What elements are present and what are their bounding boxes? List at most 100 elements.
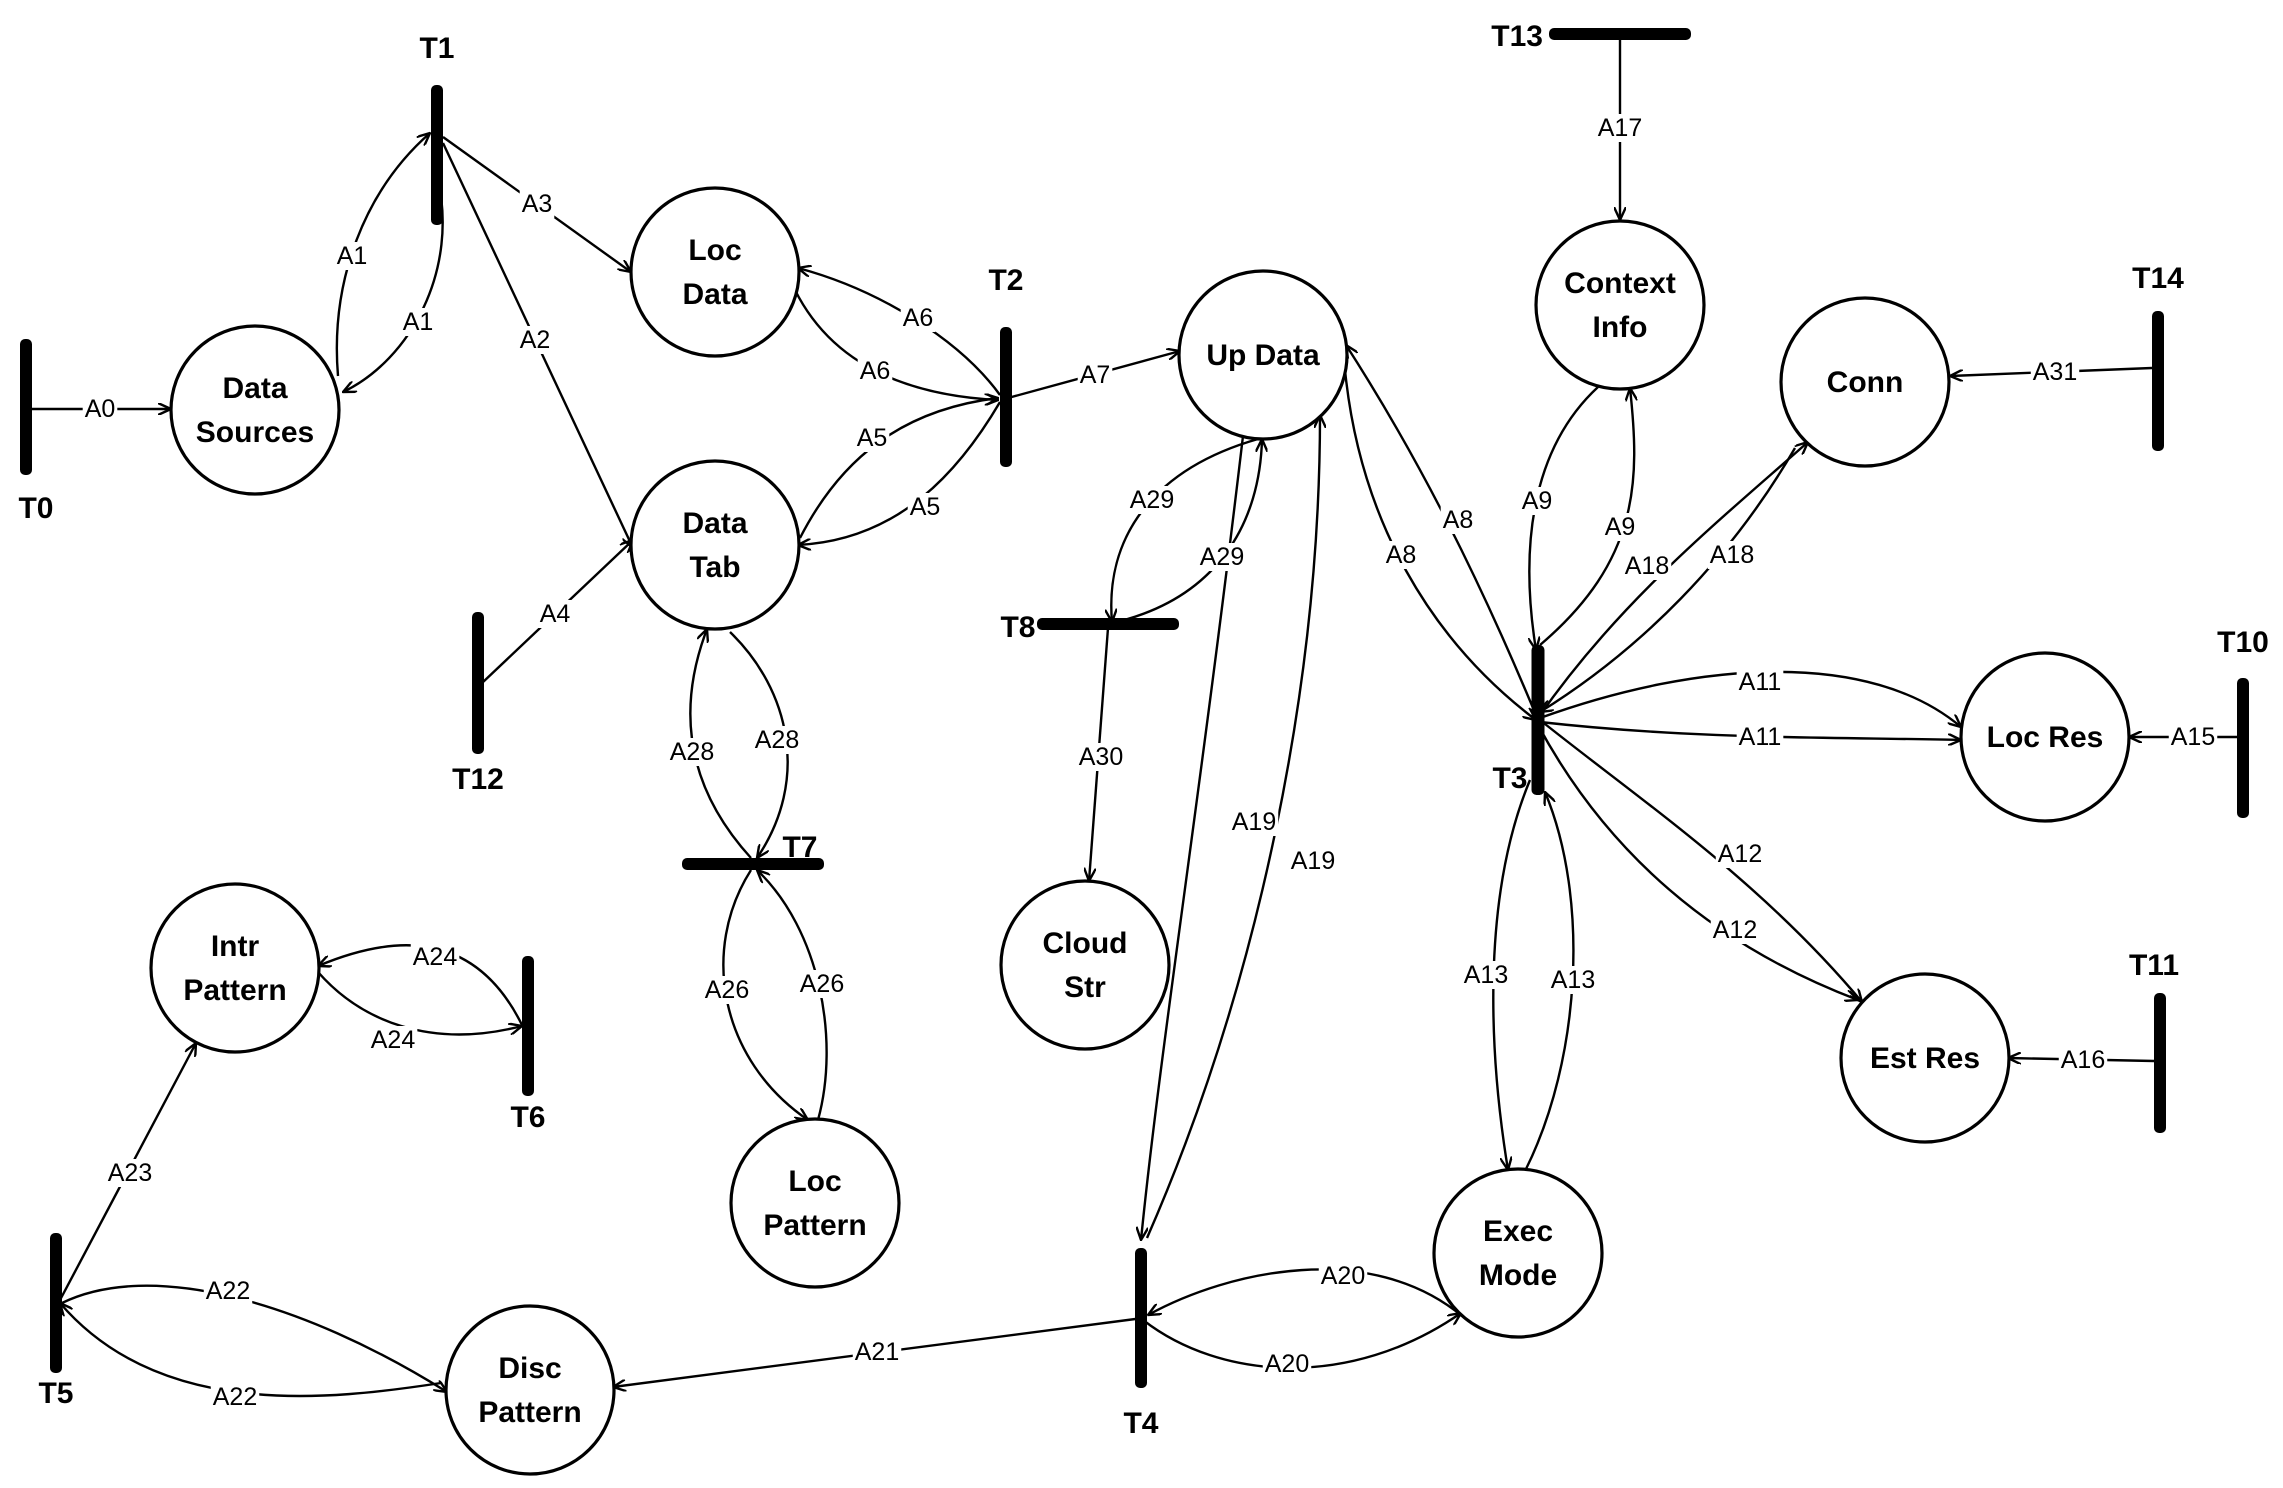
transition-label-t13: T13 xyxy=(1491,20,1543,53)
arc-a22-upper xyxy=(61,1284,447,1392)
transition-label-t10: T10 xyxy=(2217,626,2269,659)
arc-label-a9-left: A9 xyxy=(1522,487,1553,515)
arc-a8-left xyxy=(1343,369,1536,720)
arc-a20-upper xyxy=(1148,1268,1463,1317)
arc-label-a18-left: A18 xyxy=(1625,552,1669,580)
transition-bar-t4 xyxy=(1135,1248,1147,1388)
place-circle-data-tab xyxy=(629,459,801,631)
place-circle-loc-pattern xyxy=(729,1117,901,1289)
arc-label-bg-a9-right xyxy=(1602,513,1638,541)
transition-t12: T12 xyxy=(452,612,504,796)
arc-label-a8-left: A8 xyxy=(1386,541,1417,569)
transition-label-t4: T4 xyxy=(1123,1407,1158,1440)
arc-label-a4: A4 xyxy=(540,600,571,628)
transition-label-t8: T8 xyxy=(1000,611,1035,644)
arc-label-group-a6-upper: A6 xyxy=(900,304,936,332)
transition-label-t11: T11 xyxy=(2129,949,2179,982)
arc-label-a1-down: A1 xyxy=(403,308,434,336)
arc-label-a29-left: A29 xyxy=(1130,486,1174,514)
place-up-data: Up Data xyxy=(1177,269,1349,441)
arc-label-a20-upper: A20 xyxy=(1321,1262,1365,1290)
arc-label-bg-a19-right xyxy=(1288,847,1338,875)
arc-label-group-a23: A23 xyxy=(105,1159,155,1187)
place-label-est-res: Est Res xyxy=(1870,1042,1980,1075)
place-circle-up-data xyxy=(1177,269,1349,441)
arc-label-bg-a18-right xyxy=(1707,541,1757,569)
arc-label-group-a13-right: A13 xyxy=(1548,966,1598,994)
arc-label-bg-a11-lower xyxy=(1736,723,1784,751)
arc-label-a6-upper: A6 xyxy=(903,304,934,332)
transition-bar-t2 xyxy=(1000,327,1012,467)
arc-label-group-a19-right: A19 xyxy=(1288,847,1338,875)
arc-label-bg-a9-left xyxy=(1519,487,1555,515)
arc-label-group-a4: A4 xyxy=(537,600,573,628)
arc-label-a6-lower: A6 xyxy=(860,357,891,385)
place-conn: Conn xyxy=(1779,296,1951,468)
transition-bar-t8 xyxy=(1037,618,1179,630)
arc-label-a1-up: A1 xyxy=(337,242,368,270)
arc-label-bg-a0 xyxy=(82,395,118,423)
transition-label-t7: T7 xyxy=(782,831,817,864)
arc-a9-left xyxy=(1529,386,1599,650)
arc-label-group-a30: A30 xyxy=(1076,743,1126,771)
arc-label-a11-lower: A11 xyxy=(1739,723,1782,751)
transition-t14: T14 xyxy=(2132,262,2184,451)
transition-bar-t10 xyxy=(2237,678,2249,818)
arc-label-group-a28-left: A28 xyxy=(667,738,717,766)
arc-label-bg-a29-left xyxy=(1127,486,1177,514)
place-label-up-data: Up Data xyxy=(1206,339,1320,372)
arc-label-group-a0: A0 xyxy=(82,395,118,423)
transition-bar-t7 xyxy=(682,858,824,870)
place-circle-est-res xyxy=(1839,972,2011,1144)
place-circle-conn xyxy=(1779,296,1951,468)
arc-label-bg-a26-left xyxy=(702,976,752,1004)
arc-a1-down xyxy=(343,174,444,392)
arc-label-group-a24-lower: A24 xyxy=(368,1026,418,1054)
place-circle-data-sources xyxy=(169,324,341,496)
arc-label-a13-right: A13 xyxy=(1551,966,1595,994)
arc-label-group-a7: A7 xyxy=(1077,361,1113,389)
transition-t4: T4 xyxy=(1123,1248,1159,1440)
arc-label-bg-a20-upper xyxy=(1318,1262,1368,1290)
arc-label-bg-a22-lower xyxy=(210,1383,260,1411)
transition-label-t12: T12 xyxy=(452,763,504,796)
place-circle-disc-pattern xyxy=(444,1304,616,1476)
arc-label-group-a29-right: A29 xyxy=(1197,543,1247,571)
arc-a6-lower xyxy=(793,289,998,400)
arc-label-group-a18-left: A18 xyxy=(1622,552,1672,580)
transition-bar-t14 xyxy=(2152,311,2164,451)
transition-label-t1: T1 xyxy=(419,32,454,65)
arc-label-a19-right: A19 xyxy=(1291,847,1335,875)
arc-label-a7: A7 xyxy=(1080,361,1111,389)
arc-a6-upper xyxy=(798,268,1001,396)
arc-label-bg-a26-right xyxy=(797,970,847,998)
arc-label-bg-a15 xyxy=(2168,723,2218,751)
arc-label-group-a21: A21 xyxy=(852,1338,902,1366)
arc-label-bg-a1-down xyxy=(400,308,436,336)
transition-t7: T7 xyxy=(682,831,824,870)
arc-label-group-a11-lower: A11 xyxy=(1736,723,1784,751)
arc-label-group-a17: A17 xyxy=(1595,114,1645,142)
arc-label-group-a1-down: A1 xyxy=(400,308,436,336)
transition-label-t14: T14 xyxy=(2132,262,2184,295)
arc-label-group-a5-upper: A5 xyxy=(854,424,890,452)
transition-t0: T0 xyxy=(18,339,54,525)
arc-label-group-a19-left: A19 xyxy=(1229,808,1279,836)
arc-label-group-a28-right: A28 xyxy=(752,726,802,754)
arc-label-a21: A21 xyxy=(855,1338,899,1366)
arc-label-a22-upper: A22 xyxy=(206,1277,250,1305)
arc-label-a19-left: A19 xyxy=(1232,808,1276,836)
arc-label-a31: A31 xyxy=(2033,358,2077,386)
place-label-loc-res: Loc Res xyxy=(1987,721,2104,754)
arc-a12-upper xyxy=(1539,719,1862,1002)
